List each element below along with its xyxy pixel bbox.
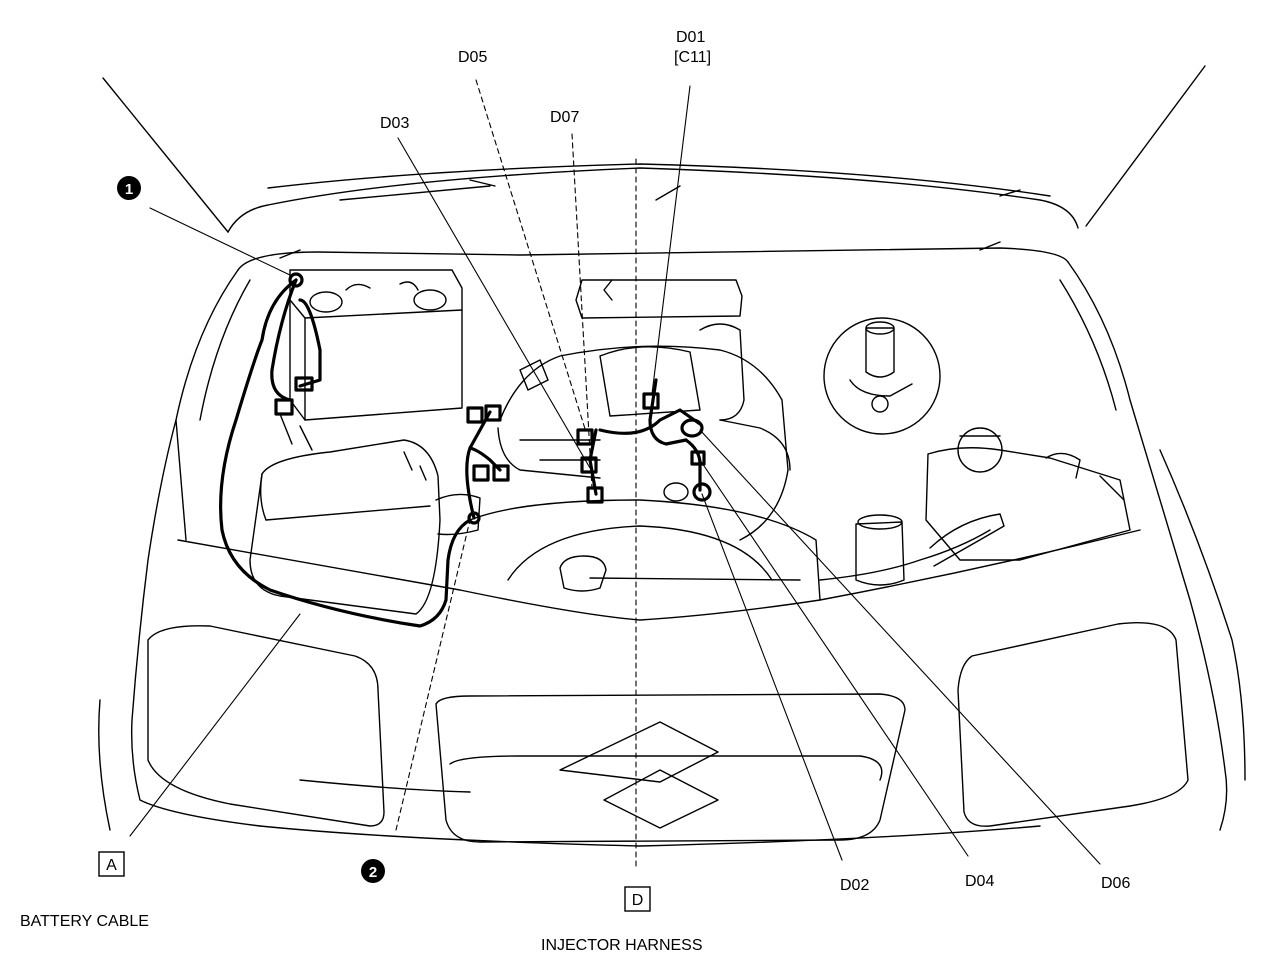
caption-injector-harness: INJECTOR HARNESS <box>541 937 703 954</box>
callout-2-number: 2 <box>369 864 377 881</box>
injector-harness <box>465 378 712 525</box>
label-d03: D03 <box>380 115 409 132</box>
hood-outline <box>102 65 1206 271</box>
brand-emblem <box>559 721 719 829</box>
body-outline <box>98 261 1246 847</box>
callout-1: 1 <box>117 176 141 200</box>
label-d04: D04 <box>965 873 994 890</box>
label-d05: D05 <box>458 49 487 66</box>
label-d01-sub: [C11] <box>674 49 711 66</box>
brake-booster <box>823 317 941 435</box>
washer-bottle <box>819 513 1005 586</box>
callout-2: 2 <box>361 859 385 883</box>
box-d: D <box>624 886 651 912</box>
label-d07: D07 <box>550 109 579 126</box>
right-headlight <box>957 622 1189 827</box>
label-d02: D02 <box>840 877 869 894</box>
caption-battery-cable: BATTERY CABLE <box>20 913 149 930</box>
battery <box>289 269 463 421</box>
battery-cable-harness <box>219 272 472 628</box>
engine-intake <box>469 279 821 601</box>
label-d06: D06 <box>1101 875 1130 892</box>
label-d01: D01 <box>676 29 705 46</box>
callout-1-number: 1 <box>125 181 133 198</box>
box-d-letter: D <box>632 892 644 909</box>
box-a: A <box>98 851 125 877</box>
box-a-letter: A <box>106 857 117 874</box>
front-grille <box>435 693 906 843</box>
leader-lines <box>129 79 1101 867</box>
left-headlight <box>147 625 385 827</box>
coolant-reservoir <box>925 427 1131 561</box>
